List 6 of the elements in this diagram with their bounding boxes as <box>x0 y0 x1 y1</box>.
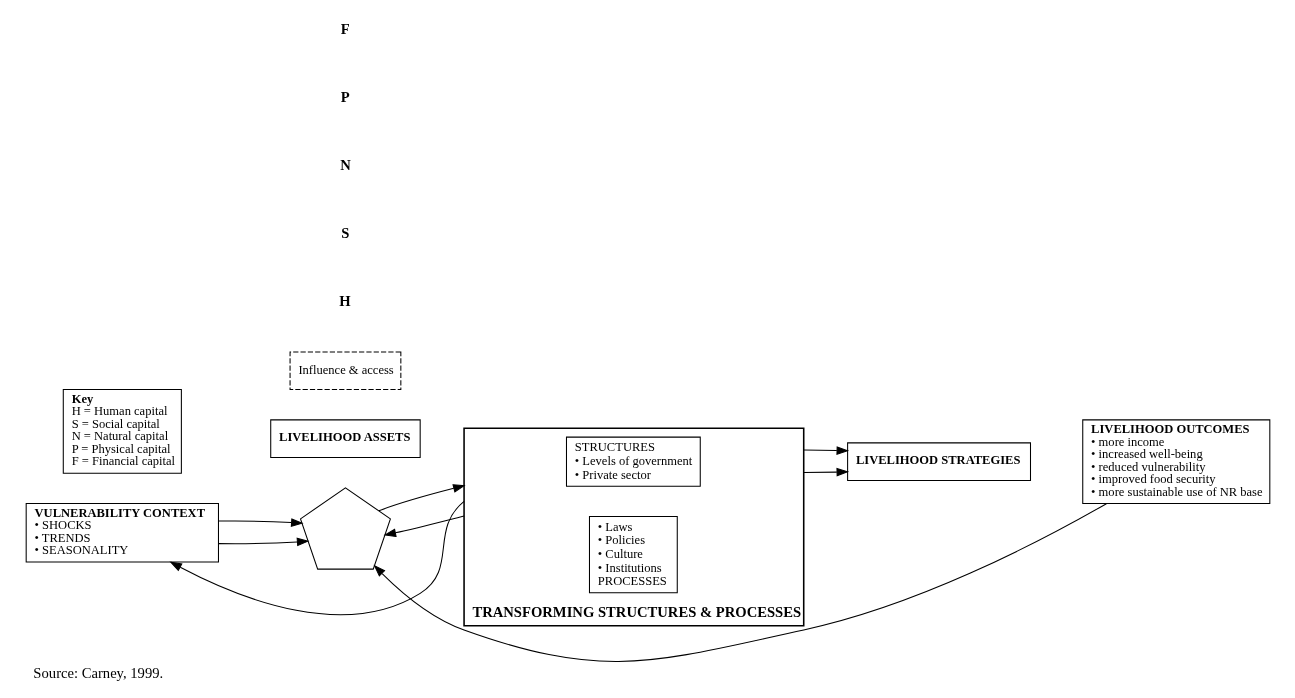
label: P <box>340 88 350 105</box>
label: S <box>340 224 349 241</box>
label: F <box>340 20 350 37</box>
caption: Source: Carney, 1999. <box>32 664 163 681</box>
label: H <box>338 292 351 309</box>
label: N <box>339 156 351 173</box>
